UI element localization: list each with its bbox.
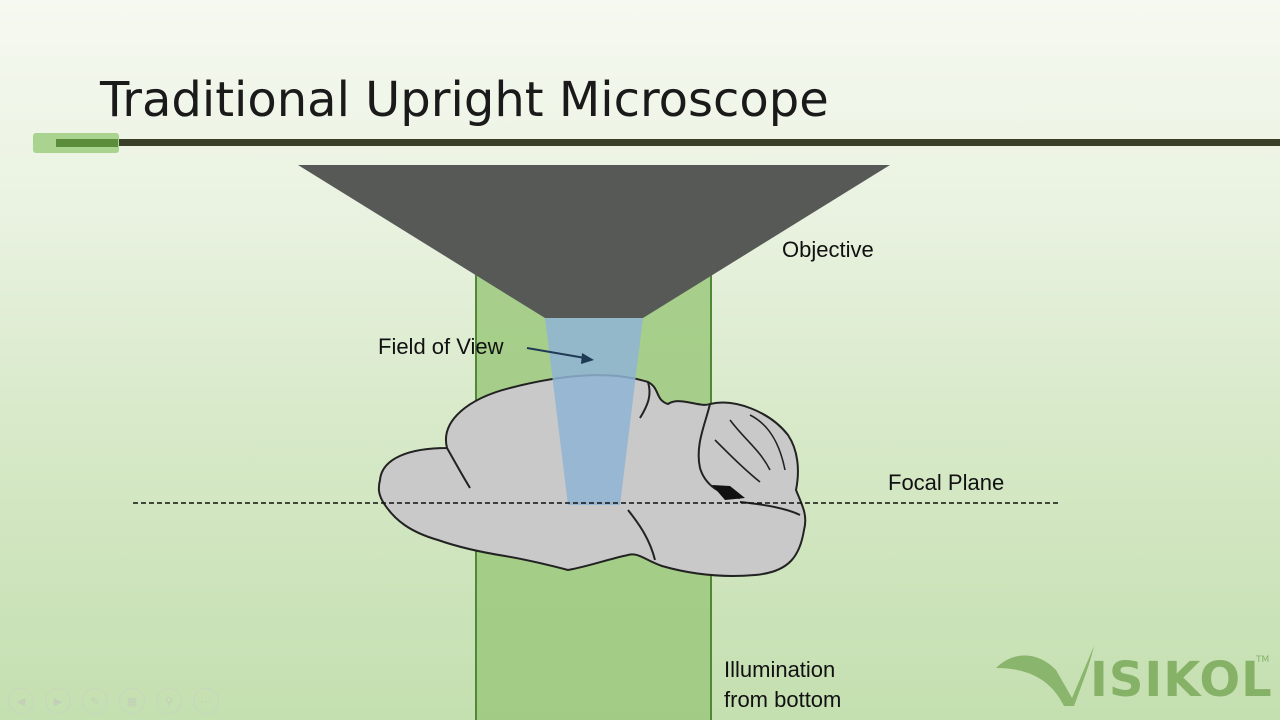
- logo-wordmark: ISIKOL: [1090, 652, 1273, 708]
- zoom-icon[interactable]: ⚲: [156, 688, 182, 714]
- illumination-label-line2: from bottom: [724, 687, 841, 712]
- illumination-label-line1: Illumination: [724, 657, 835, 682]
- logo-trademark: TM: [1255, 655, 1269, 665]
- pen-icon[interactable]: ✎: [82, 688, 108, 714]
- title-underline: [56, 139, 1280, 146]
- slides-icon[interactable]: ▦: [119, 688, 145, 714]
- presentation-controls: ◀ ▶ ✎ ▦ ⚲ ⋯: [8, 688, 219, 714]
- visikol-logo: ISIKOL TM: [996, 646, 1273, 708]
- objective-label: Objective: [782, 237, 874, 262]
- objective-lens: [298, 165, 890, 318]
- next-icon[interactable]: ▶: [45, 688, 71, 714]
- slide-title: Traditional Upright Microscope: [100, 72, 829, 128]
- more-icon[interactable]: ⋯: [193, 688, 219, 714]
- focal-plane-label: Focal Plane: [888, 470, 1004, 495]
- field-of-view-cone: [545, 318, 643, 505]
- field-of-view-label: Field of View: [378, 334, 504, 359]
- field-of-view-arrow: [526, 347, 594, 364]
- prev-icon[interactable]: ◀: [8, 688, 34, 714]
- title-underline-accent-inner: [56, 139, 118, 147]
- logo-v-mark: [996, 646, 1094, 706]
